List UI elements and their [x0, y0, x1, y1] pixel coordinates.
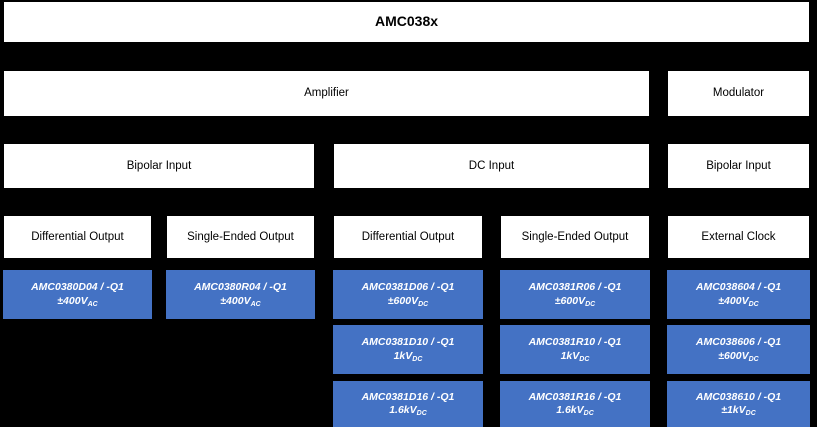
part-number: AMC0381D06 / -Q1 [361, 281, 455, 294]
category-differential-output-1[interactable]: Differential Output [3, 215, 152, 259]
part-voltage-subscript: AC [250, 300, 261, 308]
part-voltage-value: ±400V [57, 294, 88, 307]
part-card[interactable]: AMC0381R16 / -Q1 1.6kVDC [500, 381, 650, 427]
part-voltage-subscript: DC [412, 355, 423, 363]
part-voltage-value: ±400V [718, 294, 749, 307]
part-voltage-value: ±1kV [721, 404, 746, 416]
part-number: AMC0381D16 / -Q1 [361, 390, 455, 403]
category-modulator[interactable]: Modulator [667, 70, 810, 117]
category-external-clock[interactable]: External Clock [667, 215, 810, 259]
part-voltage: ±400VDC [718, 295, 758, 308]
part-number: AMC038604 / -Q1 [695, 281, 782, 294]
category-dc-input[interactable]: DC Input [333, 143, 650, 189]
part-voltage-value: 1.6kV [389, 404, 417, 416]
category-dc-input-label: DC Input [468, 159, 515, 172]
part-voltage: ±400VAC [57, 295, 97, 308]
part-voltage-subscript: DC [583, 410, 594, 417]
category-single-ended-output-2[interactable]: Single-Ended Output [500, 215, 650, 259]
part-voltage: ±600VDC [388, 295, 428, 308]
part-voltage-value: 1kV [560, 349, 580, 362]
category-differential-output-2-label: Differential Output [361, 230, 455, 243]
part-number: AMC038610 / -Q1 [695, 390, 782, 403]
part-number: AMC038606 / -Q1 [695, 336, 782, 349]
part-voltage: 1kVDC [394, 350, 423, 363]
diagram-title: AMC038x [3, 1, 810, 43]
category-single-ended-output-1[interactable]: Single-Ended Output [166, 215, 315, 259]
part-voltage-value: ±400V [220, 294, 251, 307]
part-card[interactable]: AMC038604 / -Q1 ±400VDC [667, 270, 810, 319]
part-card[interactable]: AMC038606 / -Q1 ±600VDC [667, 325, 810, 374]
category-single-ended-output-2-label: Single-Ended Output [521, 230, 629, 243]
part-voltage: ±600VDC [555, 295, 595, 308]
part-card[interactable]: AMC0380D04 / -Q1 ±400VAC [3, 270, 152, 319]
part-number: AMC0380D04 / -Q1 [31, 281, 124, 294]
part-voltage-value: 1.6kV [556, 404, 584, 416]
part-voltage: ±400VAC [220, 295, 260, 308]
part-voltage-subscript: DC [416, 410, 427, 417]
category-bipolar-input-left[interactable]: Bipolar Input [3, 143, 315, 189]
part-voltage-value: 1kV [393, 349, 413, 362]
part-card[interactable]: AMC0381R06 / -Q1 ±600VDC [500, 270, 650, 319]
part-voltage-subscript: DC [748, 300, 759, 308]
part-voltage-subscript: DC [585, 300, 596, 308]
part-card[interactable]: AMC0381D10 / -Q1 1kVDC [333, 325, 483, 374]
category-differential-output-1-label: Differential Output [31, 230, 124, 243]
category-amplifier-label: Amplifier [304, 87, 349, 100]
category-external-clock-label: External Clock [701, 230, 776, 243]
part-voltage-subscript: DC [579, 355, 590, 363]
part-number: AMC0381R10 / -Q1 [528, 336, 622, 349]
part-voltage-subscript: AC [87, 300, 98, 308]
part-voltage: 1.6kVDC [556, 404, 594, 417]
part-voltage-value: ±600V [554, 294, 586, 307]
category-bipolar-input-left-label: Bipolar Input [126, 159, 192, 172]
part-voltage-subscript: DC [418, 300, 429, 308]
part-card[interactable]: AMC0381D16 / -Q1 1.6kVDC [333, 381, 483, 427]
part-card[interactable]: AMC0381R10 / -Q1 1kVDC [500, 325, 650, 374]
part-voltage: 1kVDC [561, 350, 590, 363]
diagram-title-label: AMC038x [374, 13, 439, 30]
part-voltage-value: ±600V [718, 349, 749, 362]
part-number: AMC0381D10 / -Q1 [361, 336, 455, 349]
part-number: AMC0381R06 / -Q1 [528, 281, 622, 294]
category-bipolar-input-right[interactable]: Bipolar Input [667, 143, 810, 189]
part-number: AMC0381R16 / -Q1 [528, 390, 622, 403]
part-voltage-subscript: DC [745, 410, 756, 417]
part-voltage: ±600VDC [718, 350, 758, 363]
category-modulator-label: Modulator [712, 87, 765, 100]
part-number: AMC0380R04 / -Q1 [194, 281, 287, 294]
category-bipolar-input-right-label: Bipolar Input [706, 159, 771, 172]
part-voltage-value: ±600V [387, 294, 419, 307]
part-card[interactable]: AMC0380R04 / -Q1 ±400VAC [166, 270, 315, 319]
part-voltage: ±1kVDC [721, 404, 756, 417]
part-voltage: 1.6kVDC [389, 404, 427, 417]
category-single-ended-output-1-label: Single-Ended Output [187, 230, 294, 243]
category-amplifier[interactable]: Amplifier [3, 70, 650, 117]
part-voltage-subscript: DC [748, 355, 759, 363]
part-card[interactable]: AMC038610 / -Q1 ±1kVDC [667, 381, 810, 427]
category-differential-output-2[interactable]: Differential Output [333, 215, 483, 259]
part-card[interactable]: AMC0381D06 / -Q1 ±600VDC [333, 270, 483, 319]
